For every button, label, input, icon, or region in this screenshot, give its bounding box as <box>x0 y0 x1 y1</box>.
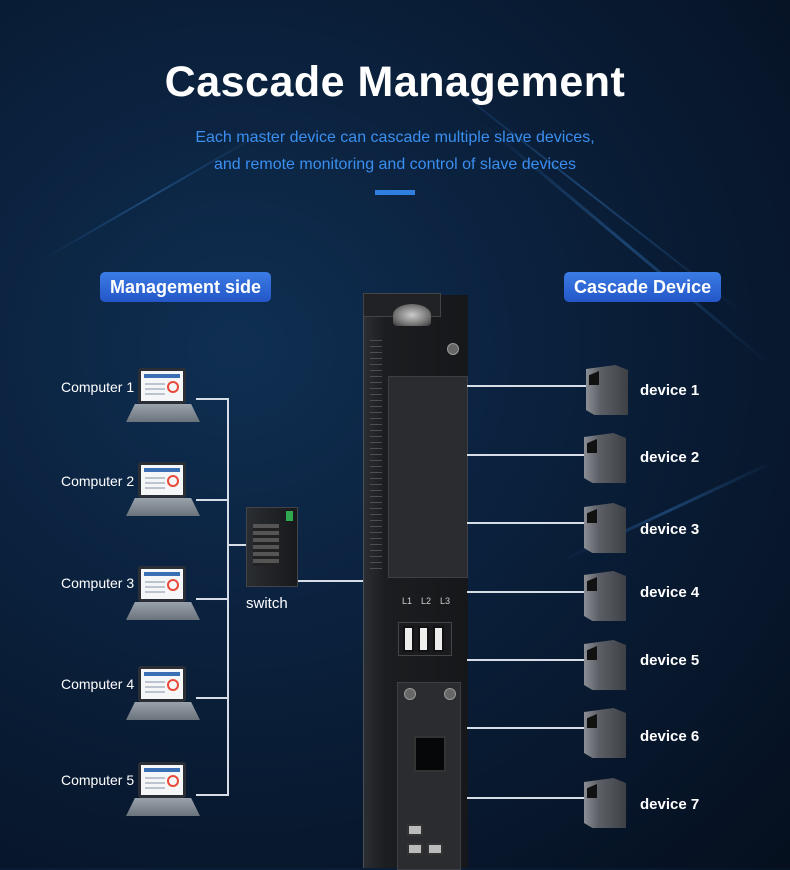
slave-device-icon <box>586 365 628 415</box>
management-side-badge: Management side <box>100 272 272 302</box>
connection-line <box>467 522 585 524</box>
breaker-label: L2 <box>421 596 432 606</box>
pdu-network-port <box>407 824 423 836</box>
laptop-icon <box>126 566 200 624</box>
slave-device-icon <box>584 708 626 758</box>
breaker-label: L1 <box>402 596 413 606</box>
pdu-upper-panel <box>388 376 468 578</box>
slave-device-icon <box>584 433 626 483</box>
laptop-icon <box>126 762 200 820</box>
connection-line <box>467 454 585 456</box>
slave-device-icon <box>584 503 626 553</box>
pdu-screw <box>404 688 416 700</box>
connection-line <box>196 398 228 400</box>
network-switch-icon <box>246 507 298 587</box>
device-label: device 6 <box>640 728 700 745</box>
connection-line <box>196 697 228 699</box>
connection-line <box>296 580 364 582</box>
cascade-device-badge: Cascade Device <box>564 272 722 302</box>
device-label: device 1 <box>640 382 700 399</box>
pdu-printed-label <box>370 340 382 570</box>
pdu-screw <box>447 343 459 355</box>
device-label: device 4 <box>640 584 700 601</box>
page-subtitle: Each master device can cascade multiple … <box>0 124 790 178</box>
connection-line <box>467 659 585 661</box>
connection-line <box>467 385 587 387</box>
connection-line <box>467 797 585 799</box>
laptop-icon <box>126 368 200 426</box>
device-label: device 2 <box>640 449 700 466</box>
slave-device-icon <box>584 778 626 828</box>
pdu-network-port <box>407 843 423 855</box>
device-label: device 3 <box>640 521 700 538</box>
breaker-label: L3 <box>440 596 451 606</box>
connection-line <box>227 544 247 546</box>
computer-label: Computer 1 <box>61 379 135 395</box>
pdu-network-port <box>427 843 443 855</box>
connection-line <box>467 727 585 729</box>
breaker-switch <box>403 626 414 652</box>
subtitle-line-1: Each master device can cascade multiple … <box>195 129 595 146</box>
subtitle-line-2: and remote monitoring and control of sla… <box>214 156 576 173</box>
connection-line <box>196 499 228 501</box>
device-label: device 5 <box>640 652 700 669</box>
computer-label: Computer 3 <box>61 575 135 591</box>
pdu-lower-panel <box>397 682 461 870</box>
pdu-cable-gland <box>393 304 431 326</box>
breaker-switch <box>433 626 444 652</box>
computer-label: Computer 2 <box>61 473 135 489</box>
connection-line <box>196 598 228 600</box>
pdu-display <box>414 736 446 772</box>
switch-label: switch <box>246 595 288 612</box>
connection-line <box>467 591 585 593</box>
connection-line <box>196 794 228 796</box>
laptop-icon <box>126 462 200 520</box>
title-accent-bar <box>375 190 415 195</box>
slave-device-icon <box>584 571 626 621</box>
connection-line <box>227 398 229 796</box>
computer-label: Computer 4 <box>61 676 135 692</box>
slave-device-icon <box>584 640 626 690</box>
pdu-screw <box>444 688 456 700</box>
page-title: Cascade Management <box>164 58 626 106</box>
computer-label: Computer 5 <box>61 772 135 788</box>
device-label: device 7 <box>640 796 700 813</box>
pdu-breaker-labels: L1 L2 L3 <box>402 596 462 606</box>
laptop-icon <box>126 666 200 724</box>
breaker-switch <box>418 626 429 652</box>
